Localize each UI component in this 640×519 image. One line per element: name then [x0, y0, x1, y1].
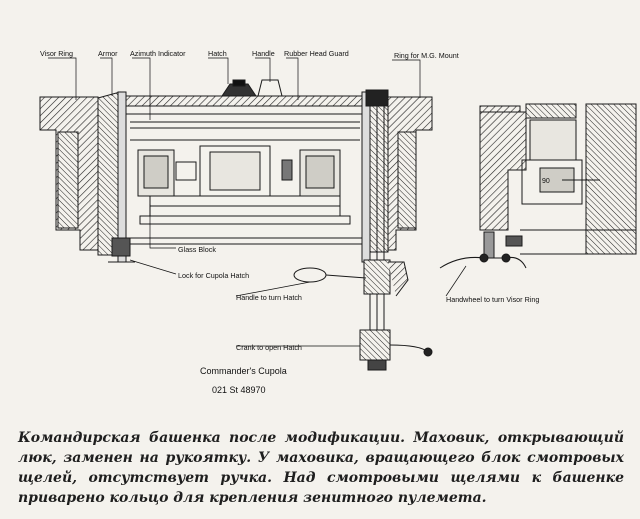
label-hatch: Hatch: [208, 49, 227, 58]
label-handle-turn-hatch: Handle to turn Hatch: [236, 293, 302, 302]
label-armor: Armor: [98, 49, 118, 58]
figure-caption: Командирская башенка после модификации. …: [18, 430, 624, 506]
label-dimension-90: 90: [542, 178, 550, 185]
label-azimuth-indicator: Azimuth Indicator: [130, 49, 186, 58]
label-handle: Handle: [252, 49, 275, 58]
leader-lines: [48, 57, 467, 347]
cupola-technical-drawing: Visor Ring Armor Azimuth Indicator Hatch…: [39, 49, 637, 395]
side-section: [439, 103, 637, 269]
label-lock-cupola-hatch: Lock for Cupola Hatch: [178, 271, 249, 280]
labels-group: Visor Ring Armor Azimuth Indicator Hatch…: [40, 49, 550, 395]
label-visor-ring: Visor Ring: [40, 49, 73, 58]
label-handwheel-visor-ring: Handwheel to turn Visor Ring: [446, 295, 539, 304]
label-glass-block: Glass Block: [178, 245, 216, 254]
label-ring-mg-mount: Ring for M.G. Mount: [394, 51, 459, 60]
label-rubber-head-guard: Rubber Head Guard: [284, 49, 349, 58]
cupola-main-section: [39, 79, 433, 371]
drawing-title: Commander's Cupola: [200, 366, 287, 376]
label-crank-open-hatch: Crank to open Hatch: [236, 343, 302, 352]
drawing-code: 021 St 48970: [212, 385, 266, 395]
